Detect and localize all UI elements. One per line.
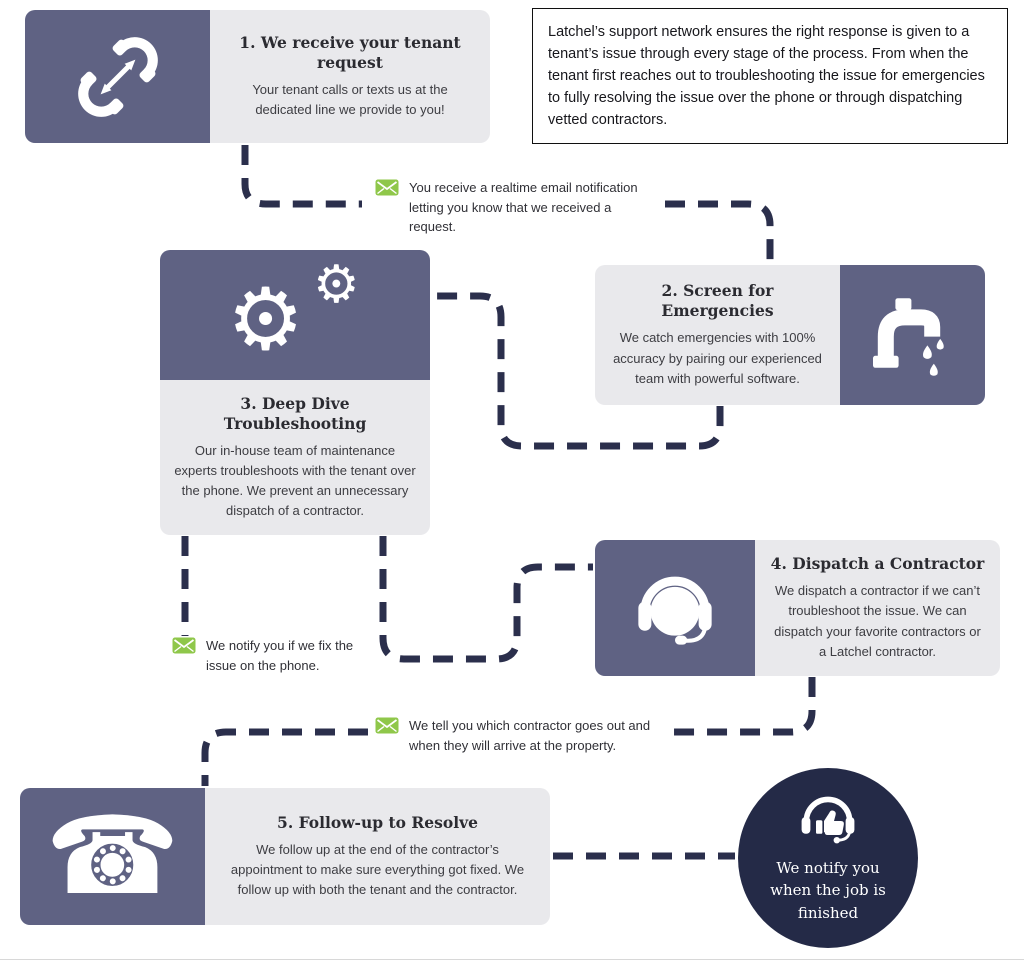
job-finished-badge: We notify you when the job is finished	[738, 768, 918, 948]
email-note-3-text: We tell you which contractor goes out an…	[409, 718, 651, 753]
step-3-body: Our in-house team of maintenance experts…	[174, 442, 416, 519]
connector-step1-to-note1	[241, 145, 362, 208]
connector-note1-to-step2	[665, 200, 774, 262]
faucet-icon	[872, 298, 944, 376]
email-icon	[172, 637, 196, 654]
gear-large-icon: ⚙	[227, 270, 305, 370]
email-note-1: You receive a realtime email notificatio…	[375, 178, 661, 237]
step-1-card: 1. We receive your tenant request Your t…	[25, 10, 490, 143]
step-5-card: ☎ 5. Follow-up to Resolve We follow up a…	[20, 788, 550, 925]
step-4-body: We dispatch a contractor if we can’t tro…	[774, 583, 981, 659]
step-1-title: 1. We receive your tenant request	[239, 32, 461, 72]
connector-step3-to-step4	[379, 536, 593, 663]
step-2-card: 2. Screen for Emergencies We catch emerg…	[595, 265, 985, 405]
step-5-body: We follow up at the end of the contracto…	[230, 841, 525, 898]
telephone-icon: ☎	[45, 793, 180, 919]
step-5-text-block: 5. Follow-up to Resolve We follow up at …	[205, 788, 550, 925]
step-2-title: 2. Screen for Emergencies	[661, 281, 774, 321]
step-5-title: 5. Follow-up to Resolve	[277, 812, 478, 832]
step-1-text-block: 1. We receive your tenant request Your t…	[210, 10, 490, 143]
step-3-title: 3. Deep Dive Troubleshooting	[223, 393, 367, 433]
support-headset-icon	[638, 576, 712, 645]
gear-small-icon: ⚙	[313, 255, 360, 315]
step-4-title: 4. Dispatch a Contractor	[770, 554, 985, 574]
step-2-body: We catch emergencies with 100% accuracy …	[613, 330, 822, 386]
step-4-card: 4. Dispatch a Contractor We dispatch a c…	[595, 540, 1000, 676]
gears-icon: ⚙ ⚙	[215, 259, 375, 371]
step-2-icon-block	[840, 265, 985, 405]
email-note-1-text: You receive a realtime email notificatio…	[409, 180, 638, 234]
step-3-text-block: 3. Deep Dive Troubleshooting Our in-hous…	[160, 380, 430, 535]
email-note-2-text: We notify you if we fix the issue on the…	[206, 638, 354, 673]
email-icon	[375, 179, 399, 196]
intro-text-box: Latchel’s support network ensures the ri…	[532, 8, 1008, 145]
thumbs-up-headset-icon	[801, 796, 855, 844]
step-4-icon-block	[595, 540, 755, 676]
step-3-icon-block: ⚙ ⚙	[160, 250, 430, 380]
connector-note3-to-step5	[201, 728, 368, 786]
email-icon	[375, 717, 399, 734]
step-2-text-block: 2. Screen for Emergencies We catch emerg…	[595, 265, 840, 405]
step-1-body: Your tenant calls or texts us at the ded…	[252, 82, 448, 118]
email-note-2: We notify you if we fix the issue on the…	[172, 636, 358, 675]
job-finished-text: We notify you when the job is finished	[770, 858, 886, 922]
connector-step4-to-note3	[662, 677, 816, 736]
step-3-card: ⚙ ⚙ 3. Deep Dive Troubleshooting Our in-…	[160, 250, 430, 535]
phone-transfer-icon	[77, 36, 158, 117]
email-note-3: We tell you which contractor goes out an…	[375, 716, 677, 755]
step-4-text-block: 4. Dispatch a Contractor We dispatch a c…	[755, 540, 1000, 676]
step-5-icon-block: ☎	[20, 788, 205, 925]
step-1-icon-block	[25, 10, 210, 143]
